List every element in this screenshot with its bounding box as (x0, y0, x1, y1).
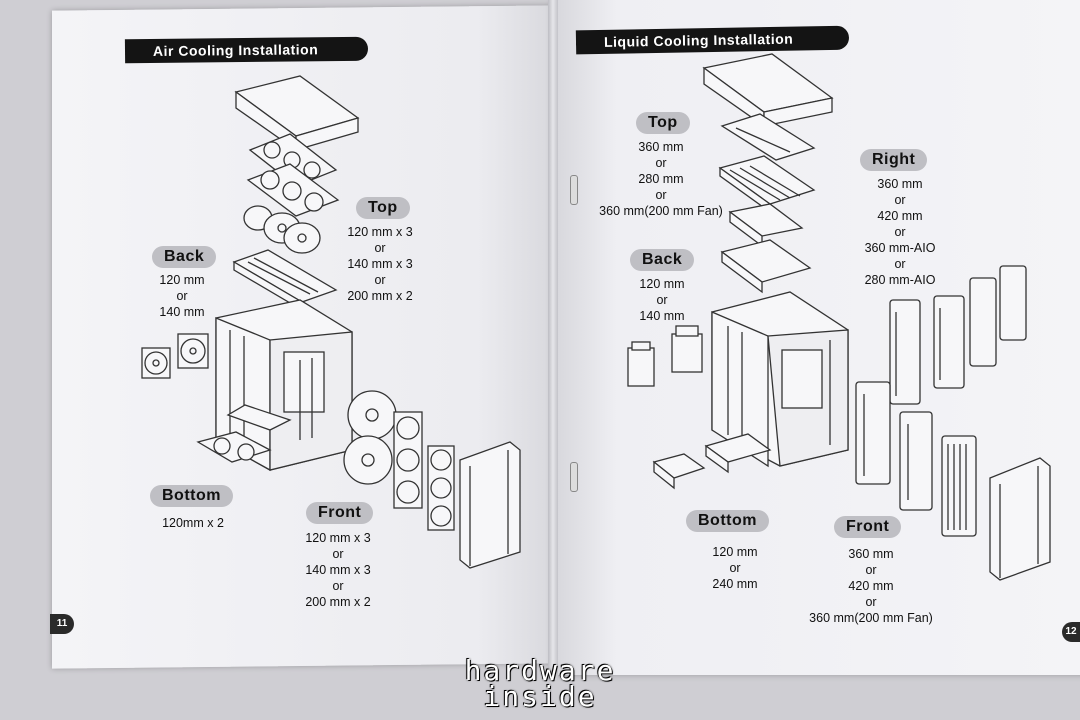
left-back-spec: 120 mm or 140 mm (142, 272, 222, 320)
watermark-line: hardware (464, 654, 616, 687)
right-radiator (889, 299, 921, 405)
left-back-label: Back (152, 246, 217, 268)
left-top-spec: 120 mm x 3 or 140 mm x 3 or 200 mm x 2 (330, 224, 430, 304)
spec-line: 360 mm (877, 177, 923, 191)
spec-line: 140 mm x 3 (347, 257, 413, 271)
bottom-fan-pair (196, 431, 272, 463)
left-front-label: Front (306, 502, 374, 524)
top-radiator-alt (728, 203, 804, 248)
right-front-spec: 360 mm or 420 mm or 360 mm(200 mm Fan) (796, 546, 946, 626)
watermark-line: inside (483, 680, 597, 713)
spec-line: 200 mm x 2 (347, 289, 413, 303)
left-bottom-spec: 120mm x 2 (148, 515, 238, 531)
top-radiator (718, 155, 816, 214)
back-fan (141, 347, 171, 379)
booklet-spine (548, 0, 558, 680)
right-case-chassis (711, 291, 849, 468)
spec-line: or (655, 188, 667, 202)
spec-line: 200 mm x 2 (305, 595, 371, 609)
spec-line: 360 mm (638, 140, 684, 154)
front-radiator-aio (941, 435, 977, 537)
spec-line: or (176, 289, 188, 303)
bottom-radiator (704, 433, 772, 474)
spec-line: 120 mm (159, 273, 205, 287)
spec-line: 360 mm (848, 547, 894, 561)
spec-line: or (865, 563, 877, 577)
spec-line: 120 mm (639, 277, 685, 291)
front-panel (459, 441, 521, 569)
spec-line: or (332, 579, 344, 593)
front-panel (989, 457, 1051, 581)
spec-line: or (655, 156, 667, 170)
bottom-radiator (652, 453, 706, 490)
left-top-label: Top (356, 197, 410, 219)
spec-line: or (332, 547, 344, 561)
spec-line: or (656, 293, 668, 307)
back-radiator (627, 341, 655, 387)
top-bracket (720, 113, 816, 161)
spec-line: or (729, 561, 741, 575)
right-front-label: Front (834, 516, 902, 538)
front-fans-200mm (343, 390, 397, 485)
right-radiator (999, 265, 1027, 341)
spec-line: 140 mm (159, 305, 205, 319)
spec-line: 360 mm(200 mm Fan) (599, 204, 723, 218)
left-page-number: 11 (50, 614, 74, 634)
top-radiator-alt (720, 239, 812, 294)
spec-line: 280 mm (638, 172, 684, 186)
spec-line: 120 mm (712, 545, 758, 559)
right-right-spec: 360 mm or 420 mm or 360 mm-AIO or 280 mm… (850, 176, 950, 288)
spec-line: or (894, 257, 906, 271)
staple (570, 175, 578, 205)
spec-line: 120 mm x 3 (347, 225, 413, 239)
spec-line: 140 mm x 3 (305, 563, 371, 577)
right-bottom-spec: 120 mm or 240 mm (690, 544, 780, 592)
top-cover-panel (702, 53, 834, 128)
spec-line: 420 mm (877, 209, 923, 223)
spec-line: 120 mm x 3 (305, 531, 371, 545)
spec-line: or (374, 241, 386, 255)
spec-line: 360 mm(200 mm Fan) (809, 611, 933, 625)
right-top-label: Top (636, 112, 690, 134)
spec-line: or (894, 193, 906, 207)
left-front-spec: 120 mm x 3 or 140 mm x 3 or 200 mm x 2 (288, 530, 388, 610)
front-radiator (855, 381, 891, 485)
right-page-number: 12 (1062, 622, 1080, 642)
spec-line: or (374, 273, 386, 287)
spec-line: 360 mm-AIO (864, 241, 936, 255)
back-radiator (671, 325, 703, 373)
spec-line: or (894, 225, 906, 239)
right-radiator (969, 277, 997, 367)
right-back-spec: 120 mm or 140 mm (622, 276, 702, 324)
front-fans-140mm (393, 411, 423, 509)
front-fans-120mm (427, 445, 455, 531)
front-radiator (899, 411, 933, 511)
right-right-label: Right (860, 149, 928, 171)
spec-line: or (865, 595, 877, 609)
spec-line: 240 mm (712, 577, 758, 591)
top-fan-row (248, 133, 338, 187)
left-bottom-label: Bottom (150, 485, 233, 507)
top-bracket (232, 249, 338, 312)
right-top-spec: 360 mm or 280 mm or 360 mm(200 mm Fan) (596, 139, 726, 219)
spec-line: 420 mm (848, 579, 894, 593)
right-bottom-label: Bottom (686, 510, 769, 532)
staple (570, 462, 578, 492)
top-fan-row (246, 163, 340, 217)
spec-line: 140 mm (639, 309, 685, 323)
spec-line: 280 mm-AIO (864, 273, 936, 287)
left-case-chassis (215, 299, 353, 472)
back-fan (177, 333, 209, 369)
top-fan-row (243, 205, 321, 254)
right-radiator (933, 295, 965, 389)
right-back-label: Back (630, 249, 695, 271)
hardware-inside-watermark: hardware inside (440, 654, 640, 713)
spec-line: 120mm x 2 (162, 516, 224, 530)
